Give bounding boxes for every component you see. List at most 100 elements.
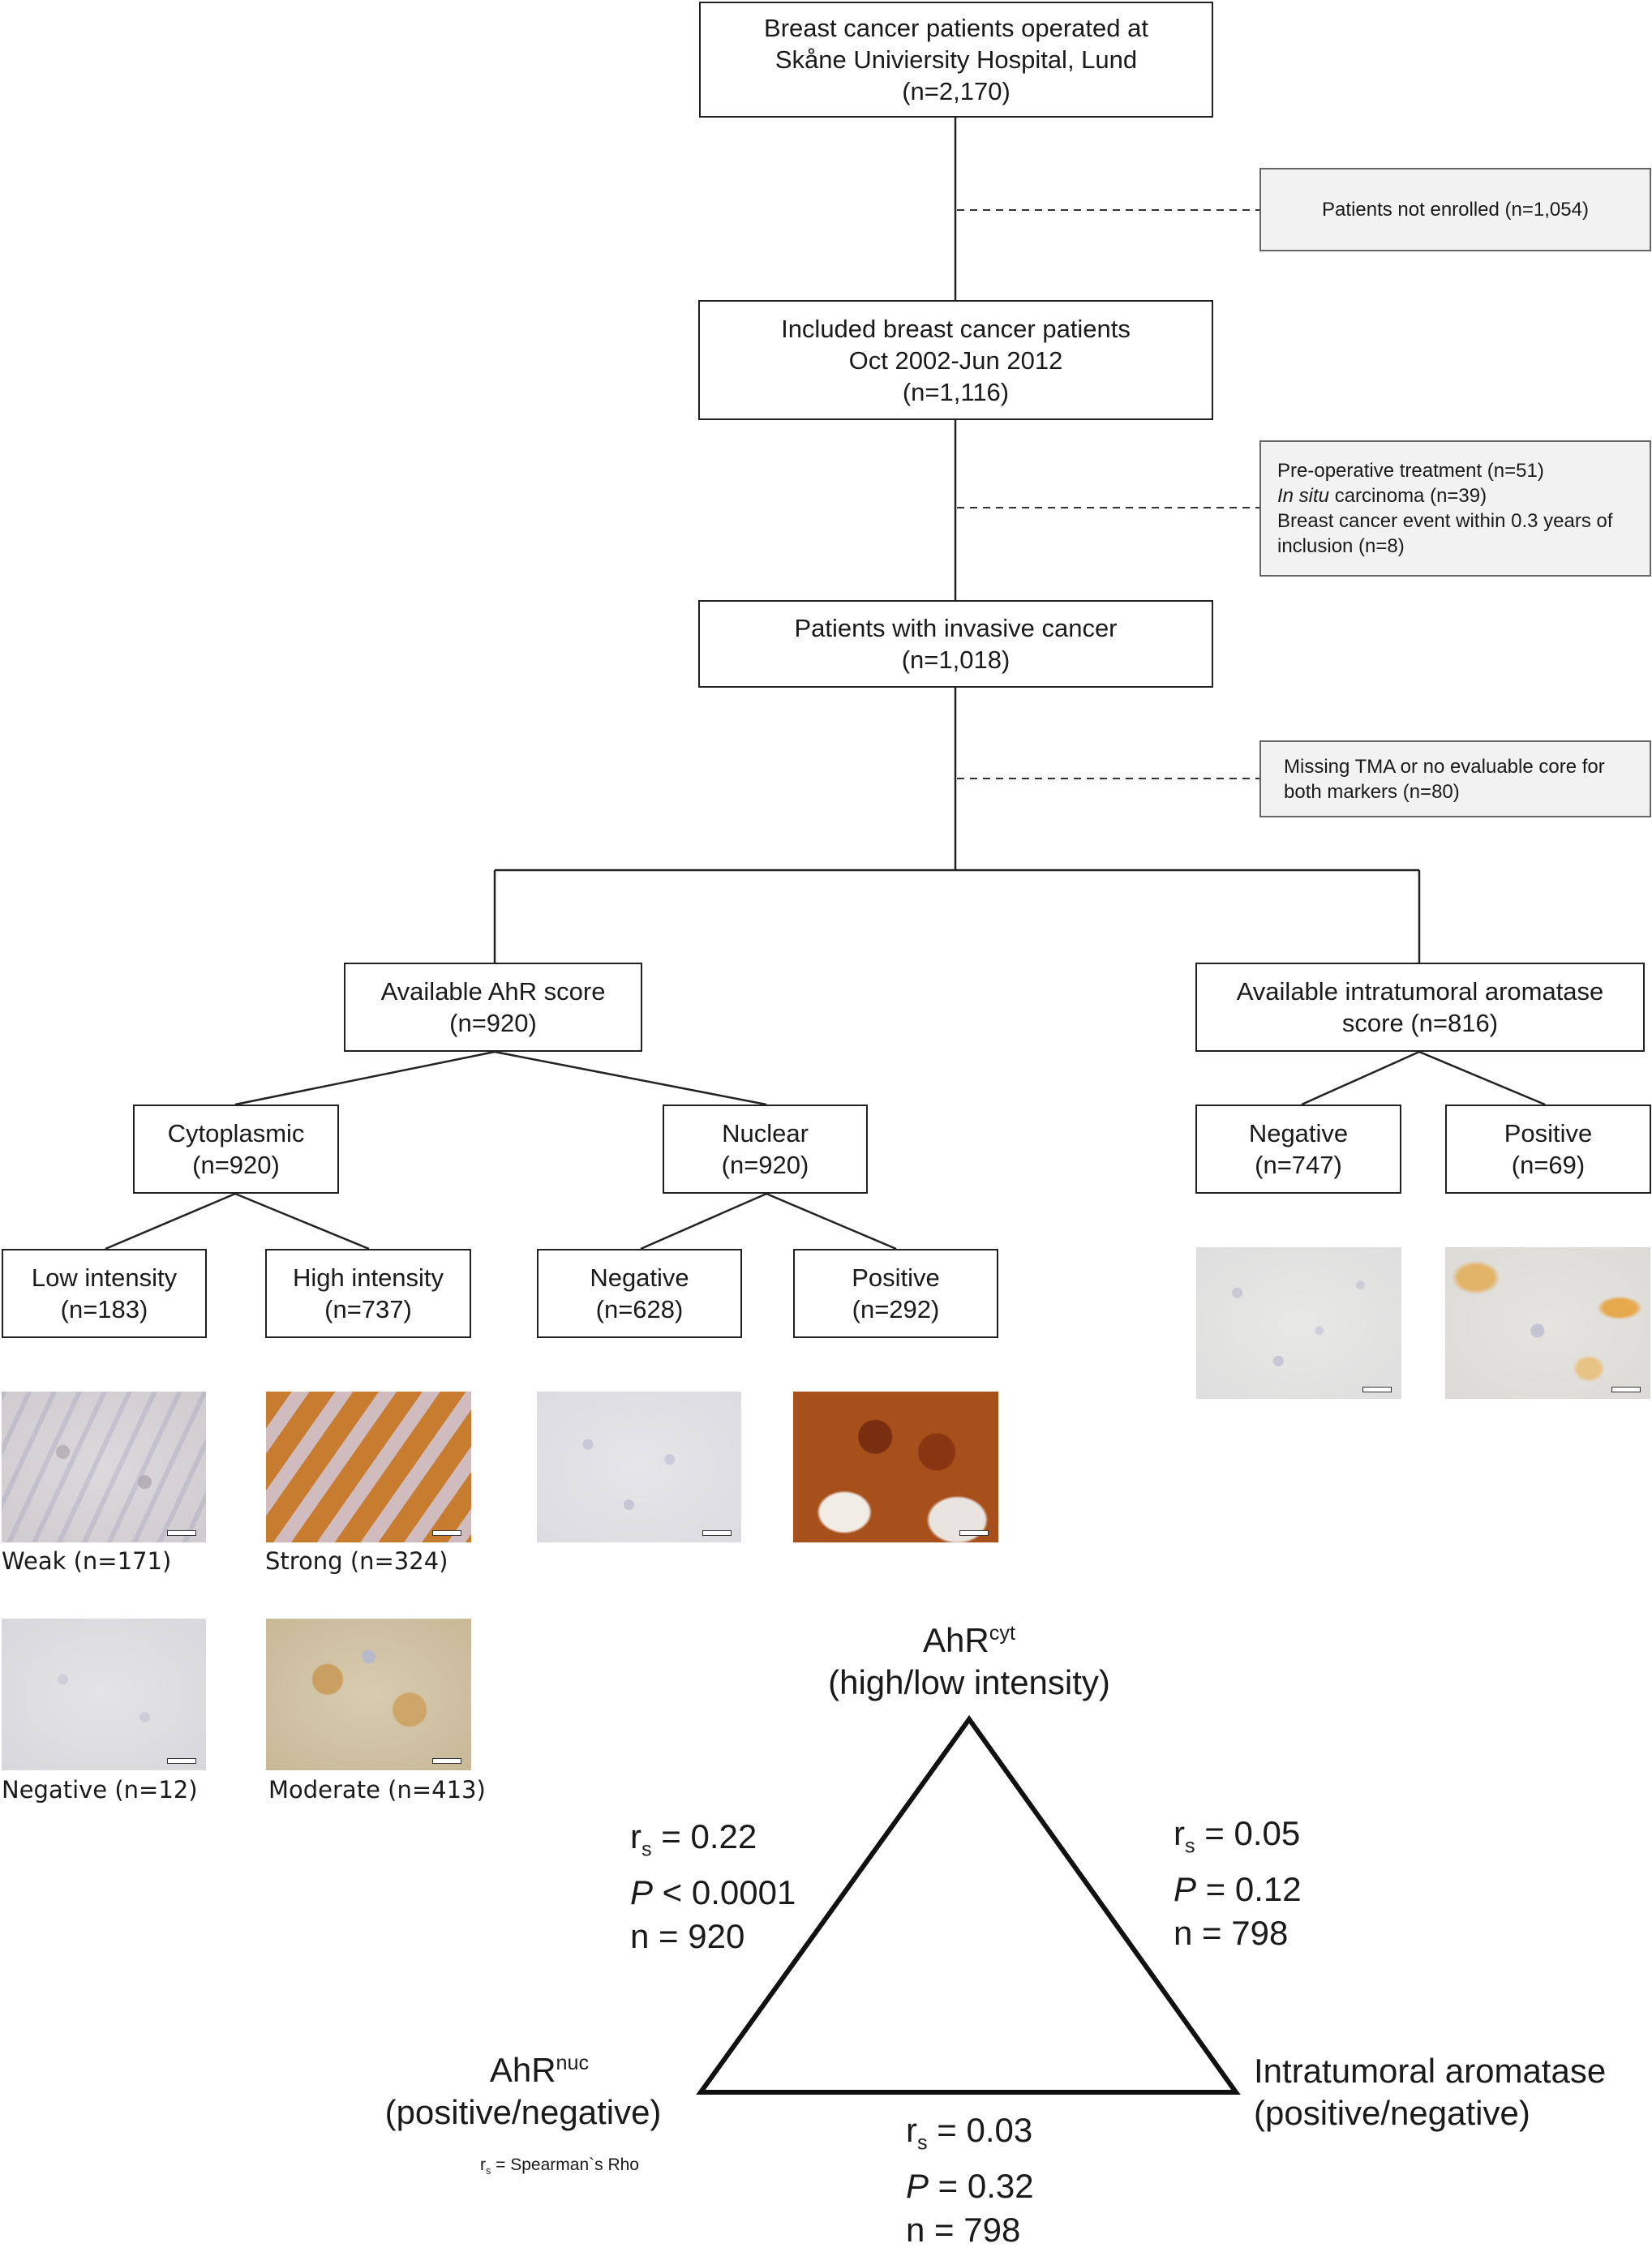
box-count: (n=1,116) (902, 377, 1010, 406)
box-line: Patients with invasive cancer (794, 614, 1118, 642)
stat-p: P = 0.32 (906, 2164, 1034, 2208)
stat-n: n = 798 (906, 2211, 1021, 2250)
rs-subscript: s (917, 2131, 928, 2155)
scale-bar (959, 1530, 989, 1536)
box-text: carcinoma (n=39) (1329, 485, 1487, 507)
scale-bar (1362, 1387, 1392, 1392)
box-line: Breast cancer patients operated at (764, 14, 1148, 42)
box-aromatase-negative: Negative (n=747) (1195, 1105, 1401, 1194)
box-nuclear: Nuclear (n=920) (663, 1105, 868, 1194)
box-count: (n=747) (1255, 1151, 1342, 1179)
vertex-superscript: nuc (556, 2052, 590, 2074)
rs-subscript: s (1185, 1834, 1195, 1858)
micrograph-strong (266, 1392, 471, 1542)
box-line: Oct 2002-Jun 2012 (848, 345, 1063, 375)
micrograph-moderate (266, 1619, 471, 1770)
vertex-superscript: cyt (989, 1622, 1015, 1645)
box-high-intensity: High intensity (n=737) (265, 1249, 471, 1338)
p-symbol: P (906, 2167, 929, 2206)
box-line: Available AhR score (380, 977, 606, 1006)
stat-n: n = 798 (1174, 1914, 1289, 1953)
stat-p: P = 0.12 (1174, 1868, 1302, 1911)
rs-subscript: s (641, 1838, 652, 1861)
vertex-name: AhRnuc (357, 2042, 689, 2091)
vertex-name-text: AhR (923, 1621, 989, 1659)
box-line: Patients not enrolled (n=1,054) (1322, 199, 1589, 221)
box-line: Included breast cancer patients (781, 314, 1131, 343)
box-aromatase-positive: Positive (n=69) (1445, 1105, 1651, 1194)
scale-bar (167, 1530, 196, 1536)
p-value: = 0.32 (929, 2167, 1034, 2206)
p-symbol: P (1174, 1870, 1197, 1909)
vertex-ahr-cyt: AhRcyt (high/low intensity) (754, 1612, 1184, 1704)
stats-left-edge: rs = 0.22 P < 0.0001 n = 920 (630, 1815, 796, 1958)
box-line: Available intratumoral aromatase (1236, 977, 1604, 1006)
box-nuclear-positive: Positive (n=292) (793, 1249, 998, 1338)
micrograph-weak (2, 1392, 206, 1542)
box-count: (n=737) (324, 1295, 412, 1323)
scale-bar (432, 1530, 461, 1536)
vertex-name: AhRcyt (754, 1612, 1184, 1662)
box-count: (n=292) (852, 1295, 940, 1323)
stat-rs: rs = 0.03 (906, 2108, 1034, 2164)
p-value: < 0.0001 (653, 1873, 796, 1912)
box-low-intensity: Low intensity (n=183) (2, 1249, 207, 1338)
box-count: (n=2,170) (902, 77, 1011, 105)
vertex-subtitle: (positive/negative) (384, 2093, 662, 2131)
rs-symbol: r (906, 2111, 917, 2149)
vertex-subtitle: (positive/negative) (1254, 2094, 1530, 2132)
box-operated-patients: Breast cancer patients operated at Skåne… (699, 2, 1213, 118)
stat-rs: rs = 0.22 (630, 1815, 796, 1871)
p-symbol: P (630, 1873, 654, 1912)
box-line: Positive (852, 1263, 940, 1292)
box-line: In situ carcinoma (n=39) (1277, 483, 1650, 508)
micrograph-aromatase-positive (1445, 1247, 1650, 1399)
box-line: inclusion (n=8) (1277, 535, 1405, 557)
box-count: (n=69) (1511, 1151, 1585, 1179)
box-line: Nuclear (722, 1119, 809, 1147)
box-count: (n=920) (721, 1151, 809, 1179)
footnote-text: = Spearman`s Rho (491, 2155, 639, 2174)
box-line: Cytoplasmic (167, 1119, 305, 1147)
italic-text: In situ (1277, 485, 1330, 507)
scale-bar (432, 1758, 461, 1764)
box-count: (n=1,018) (901, 646, 1011, 674)
box-line: Pre-operative treatment (n=51) (1277, 460, 1544, 482)
vertex-aromatase: Intratumoral aromatase (positive/negativ… (1254, 2050, 1651, 2134)
rs-symbol: r (1174, 1814, 1185, 1852)
box-line: Low intensity (31, 1263, 178, 1292)
box-line: Skåne Univiersity Hospital, Lund (775, 45, 1138, 74)
stat-rs: rs = 0.05 (1174, 1812, 1302, 1868)
micrograph-nuclear-positive (793, 1392, 998, 1542)
box-line: Breast cancer event within 0.3 years of (1277, 510, 1613, 532)
box-count: (n=628) (595, 1295, 684, 1323)
box-exclusions-1: Pre-operative treatment (n=51) In situ c… (1259, 440, 1651, 577)
box-line: Missing TMA or no evaluable core for (1284, 755, 1605, 778)
rs-value: = 0.05 (1195, 1814, 1301, 1852)
vertex-subtitle: (high/low intensity) (828, 1663, 1110, 1701)
vertex-name: Intratumoral aromatase (1254, 2052, 1607, 2090)
box-line: Negative (590, 1263, 689, 1292)
box-nuclear-negative: Negative (n=628) (537, 1249, 742, 1338)
box-included-patients: Included breast cancer patients Oct 2002… (698, 300, 1213, 420)
box-count: (n=920) (192, 1151, 280, 1179)
box-line: score (n=816) (1341, 1009, 1499, 1037)
rs-symbol: r (630, 1817, 641, 1855)
footnote-symbol: r (480, 2155, 486, 2174)
box-cytoplasmic: Cytoplasmic (n=920) (133, 1105, 339, 1194)
stats-bottom-edge: rs = 0.03 P = 0.32 n = 798 (906, 2108, 1034, 2252)
box-exclusions-2: Missing TMA or no evaluable core for bot… (1259, 740, 1651, 817)
p-value: = 0.12 (1196, 1870, 1302, 1909)
micrograph-negative (2, 1619, 206, 1770)
caption-weak: Weak (n=171) (2, 1547, 172, 1575)
vertex-ahr-nuc: AhRnuc (positive/negative) (357, 2042, 689, 2134)
box-line: Positive (1504, 1119, 1593, 1147)
micrograph-aromatase-negative (1196, 1247, 1401, 1399)
box-line: Negative (1248, 1119, 1349, 1147)
box-not-enrolled: Patients not enrolled (n=1,054) (1259, 168, 1651, 251)
rs-value: = 0.03 (927, 2111, 1033, 2149)
box-line: both markers (n=80) (1284, 780, 1460, 803)
caption-strong: Strong (n=324) (265, 1547, 448, 1575)
stat-p: P < 0.0001 (630, 1871, 796, 1915)
